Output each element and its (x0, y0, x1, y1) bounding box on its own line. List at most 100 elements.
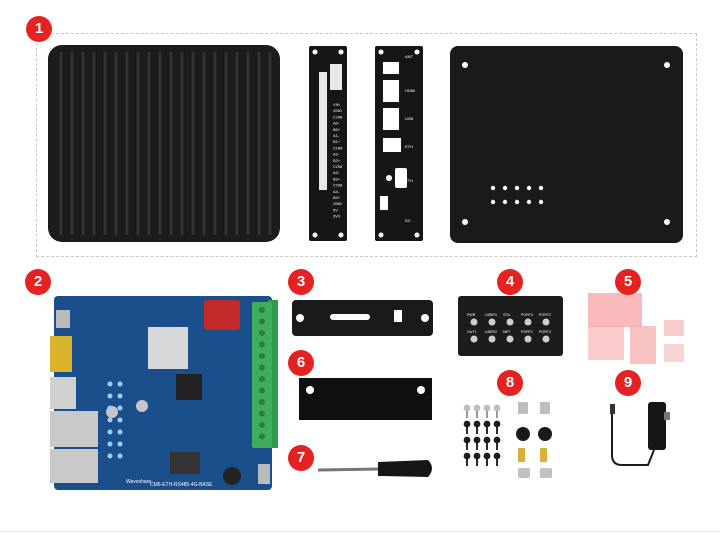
screw-shaft (466, 411, 468, 418)
heatsink-fin (124, 52, 130, 235)
board-led (117, 441, 123, 447)
terminal-screw (259, 307, 265, 313)
heatsink-fin (69, 52, 75, 235)
rear-panel-label: ETH (405, 144, 413, 149)
screw (483, 420, 491, 428)
heatsink-fin (234, 52, 240, 235)
screw-shaft (496, 459, 498, 466)
screw-shaft (486, 427, 488, 434)
standoff (518, 402, 528, 414)
screw (493, 420, 501, 428)
rear-panel-label: DC (405, 218, 411, 223)
bottom-plate (450, 46, 683, 243)
screw (493, 452, 501, 460)
board-led (107, 453, 113, 459)
board-brand-text: Waveshare (126, 479, 151, 485)
board-led (107, 381, 113, 387)
heatsink-fin (146, 52, 152, 235)
front-panel: VINGNDCOMA0-B0+A1-B1+COMA2-B2+COMA3-B3+C… (309, 46, 347, 241)
standoff (540, 402, 550, 414)
front-panel-label: B3+ (333, 176, 341, 181)
heatsink-fin (190, 52, 196, 235)
screw-shaft (466, 427, 468, 434)
front-panel-label: A3- (333, 170, 340, 175)
vent-hole (538, 185, 544, 191)
screw (483, 452, 491, 460)
board-led (107, 429, 113, 435)
board-led (107, 393, 113, 399)
screw (473, 420, 481, 428)
front-panel-label: VIN (333, 102, 340, 107)
heatsink-fin (212, 52, 218, 235)
indicator-label: USER1 (485, 313, 497, 317)
indicator-led (524, 335, 532, 343)
rear-panel-label: ETH (405, 178, 413, 183)
terminal-screw (259, 330, 265, 336)
badge-3: 3 (288, 269, 314, 295)
badge-1: 1 (26, 16, 52, 42)
terminal-screw (259, 364, 265, 371)
indicator-label: NET (503, 330, 511, 334)
front-panel-label: A1- (333, 133, 340, 138)
page-divider (0, 531, 720, 532)
terminal-screw (259, 410, 265, 417)
screw (483, 436, 491, 444)
power-adapter (610, 402, 670, 466)
screw (463, 420, 471, 428)
heatsink-fin (267, 52, 273, 235)
insulating-plate (299, 378, 432, 420)
front-panel-label: A4- (333, 189, 340, 194)
screw-shaft (486, 411, 488, 418)
indicator-label: OUT1 (467, 330, 477, 334)
heatsink-fin (80, 52, 86, 235)
screw-shaft (496, 427, 498, 434)
vent-hole (526, 185, 532, 191)
board-led (107, 417, 113, 423)
screw-shaft (486, 459, 488, 466)
kit-group-1-outline (36, 33, 697, 257)
rubber-foot (538, 427, 552, 441)
indicator-label: PORT3 (539, 330, 551, 334)
vent-hole (514, 185, 520, 191)
indicator-label: STA (503, 313, 510, 317)
din-rail-bracket (292, 300, 433, 336)
screw-shaft (486, 443, 488, 450)
front-panel-label: COM (333, 145, 342, 150)
carrier-board: CM5-ETH-RS485-4G-BASE Waveshare (50, 296, 278, 490)
brass-standoff (518, 448, 525, 462)
screw (463, 436, 471, 444)
rubber-foot (516, 427, 530, 441)
vent-hole (502, 185, 508, 191)
terminal-screw (259, 376, 265, 382)
front-panel-label: B1+ (333, 139, 341, 144)
heatsink-fin (179, 52, 185, 235)
heatsink-fin (168, 52, 174, 235)
front-panel-label: GND (333, 201, 342, 206)
screw-shaft (476, 411, 478, 418)
indicator-label: USER2 (485, 330, 497, 334)
front-panel-label: 3V3 (333, 214, 341, 219)
screw (463, 404, 471, 412)
front-panel-label: B2+ (333, 158, 341, 163)
badge-2: 2 (25, 269, 51, 295)
terminal-screw (259, 422, 265, 428)
screw (463, 452, 471, 460)
board-led (117, 405, 123, 411)
indicator-label: PORT0 (521, 313, 533, 317)
vent-hole (538, 199, 544, 205)
front-panel-label: COM (333, 114, 342, 119)
screw (483, 404, 491, 412)
board-led (117, 393, 123, 399)
front-panel-label: 5V (333, 207, 338, 212)
rear-panel-label: HDMI (405, 88, 415, 93)
heatsink-fin (223, 52, 229, 235)
vent-hole (490, 199, 496, 205)
terminal-screw (259, 387, 265, 394)
indicator-led (488, 335, 496, 343)
rear-panel-label: ANT (405, 54, 414, 59)
screw-shaft (496, 411, 498, 418)
thermal-pads (588, 293, 684, 364)
front-panel-label: A2- (333, 152, 340, 157)
